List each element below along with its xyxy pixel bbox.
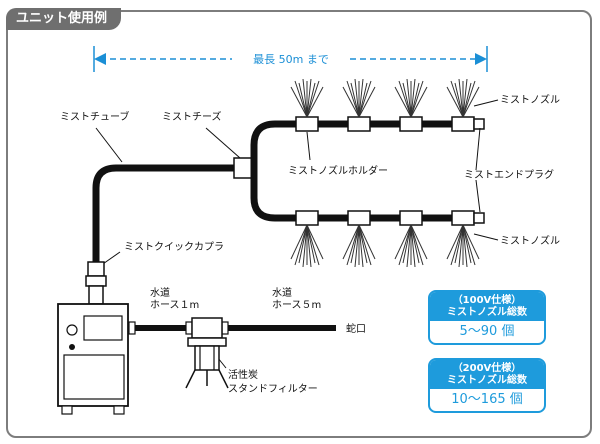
label-mist-nozzle-bottom: ミストノズル	[500, 234, 560, 247]
mist-sprays-bottom	[290, 224, 480, 268]
mist-tube-lower-branch	[250, 168, 476, 222]
spec-100v-header: （100V仕様） ミストノズル総数	[430, 292, 544, 321]
spec-100v-value: 5～90 個	[459, 324, 515, 339]
label-filter-line2: スタンドフィルター	[228, 383, 318, 395]
mist-unit	[57, 303, 129, 415]
dimension-label: 最長 50m まで	[253, 53, 329, 66]
label-hose-1m-line2: ホース１m	[150, 299, 199, 311]
label-mist-tube: ミストチューブ	[60, 110, 129, 123]
mist-tube-upper-branch	[250, 120, 476, 168]
mist-tube	[92, 164, 240, 262]
spec-200v-value: 10～165 個	[451, 392, 523, 407]
label-mist-nozzle-holder: ミストノズルホルダー	[288, 164, 388, 177]
label-faucet: 蛇口	[346, 322, 366, 335]
spec-200v-header: （200V仕様） ミストノズル総数	[430, 360, 544, 389]
label-mist-quick-coupler: ミストクイックカプラ	[124, 241, 224, 253]
label-mist-end-plug: ミストエンドプラグ	[464, 168, 554, 181]
spec-100v-line2: ミストノズル総数	[447, 307, 527, 318]
label-mist-nozzle-top: ミストノズル	[500, 93, 560, 106]
label-hose-1m-line1: 水道	[150, 286, 170, 299]
dimension-line: 最長 50m まで	[93, 46, 488, 72]
nozzle-holders-bottom	[295, 210, 475, 226]
spec-200v-box: （200V仕様） ミストノズル総数 10～165 個	[428, 358, 546, 413]
spec-200v-line1: （200V仕様）	[452, 363, 522, 374]
label-mist-tees: ミストチーズ	[162, 110, 222, 123]
spec-100v-line1: （100V仕様）	[452, 295, 522, 306]
end-plugs	[473, 118, 485, 224]
charcoal-stand-filter	[185, 317, 229, 389]
label-hose-5m-line2: ホース５m	[272, 299, 321, 311]
section-title-tab: ユニット使用例	[6, 8, 122, 30]
spec-200v-line2: ミストノズル総数	[447, 375, 527, 386]
spec-100v-box: （100V仕様） ミストノズル総数 5～90 個	[428, 290, 546, 345]
label-hose-5m-line1: 水道	[272, 286, 292, 299]
quick-coupler	[85, 261, 107, 305]
label-filter-line1: 活性炭	[228, 368, 258, 381]
mist-sprays-top	[290, 78, 480, 118]
